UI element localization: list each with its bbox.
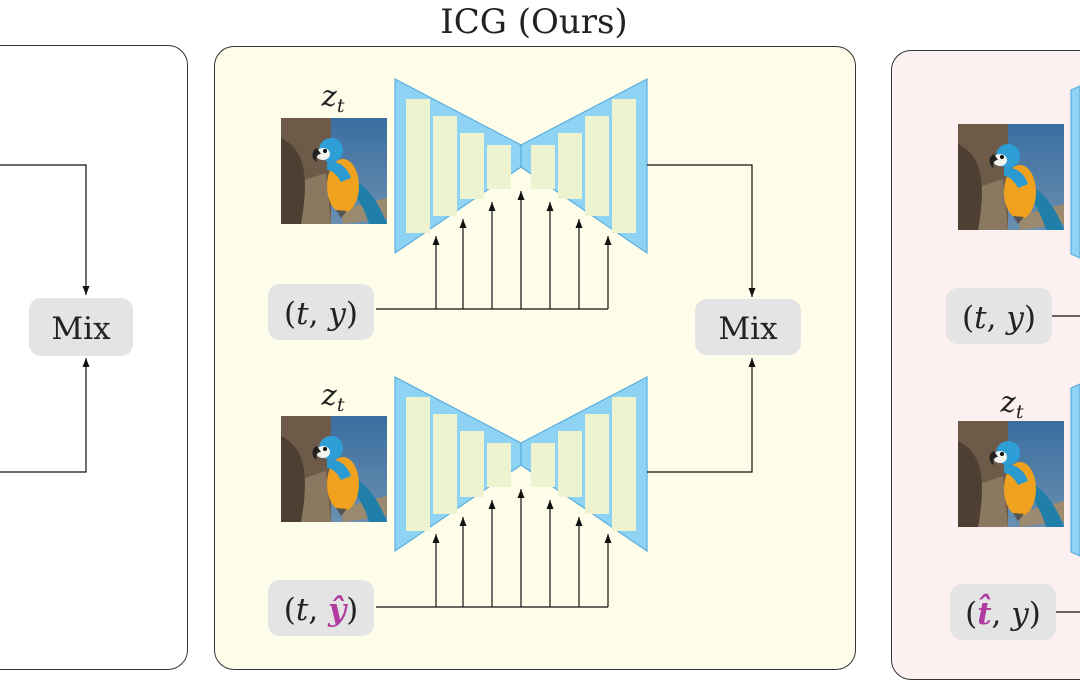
top-parrot-image <box>281 118 387 224</box>
top-branch: zt (t, y) <box>268 78 756 340</box>
top-out-connector <box>647 164 756 297</box>
panel-title: ICG (Ours) <box>440 2 628 42</box>
top-latent-label: zt <box>321 79 345 117</box>
left-panel <box>0 45 188 670</box>
left-bottom-connector <box>0 358 90 473</box>
left-mix-group: Mix <box>0 164 133 473</box>
center-mix-label: Mix <box>718 311 778 347</box>
top-cond-label: (t, y) <box>284 296 358 332</box>
right-bottom-unet-edge <box>1070 383 1080 557</box>
bottom-latent-label: zt <box>321 378 345 416</box>
bottom-out-connector <box>647 358 756 473</box>
bottom-cond-label: (t, ŷ) <box>284 592 358 628</box>
right-bottom-cond-box <box>950 584 1056 640</box>
center-mix-box <box>695 299 801 355</box>
left-mix-label: Mix <box>51 311 111 347</box>
right-top-parrot-image <box>958 124 1064 230</box>
right-bottom-parrot-image <box>958 421 1064 527</box>
left-top-connector <box>0 164 90 295</box>
bottom-cond-box <box>268 580 374 636</box>
left-mix-box <box>29 298 133 356</box>
bottom-parrot-image <box>281 416 387 522</box>
top-cond-box <box>268 284 374 340</box>
right-top-cond-box <box>946 288 1052 344</box>
bottom-branch: zt (t, ŷ) <box>268 358 756 636</box>
right-top-unet-edge <box>1070 85 1080 259</box>
right-latent-label: zt <box>1000 385 1024 423</box>
right-top-cond-label: (t, y) <box>962 300 1036 336</box>
right-partial-branches: (t, y) zt (t̂, y) <box>946 85 1080 640</box>
right-bottom-cond-label: (t̂, y) <box>965 592 1041 632</box>
